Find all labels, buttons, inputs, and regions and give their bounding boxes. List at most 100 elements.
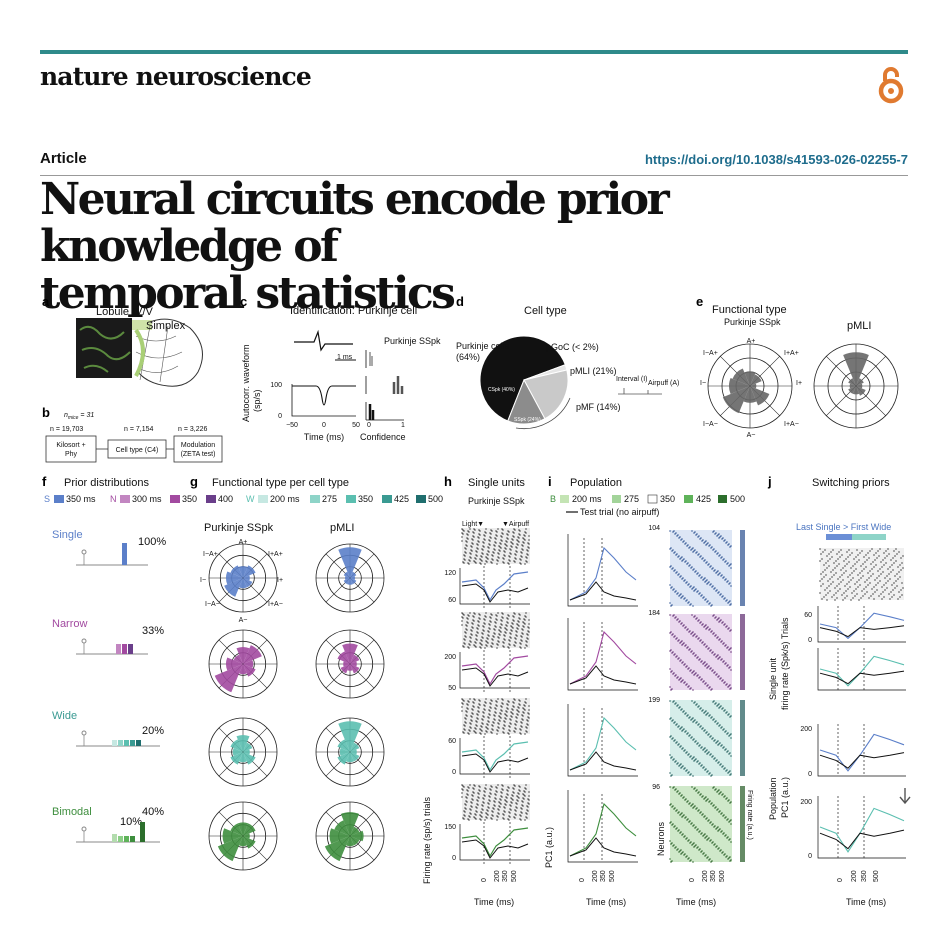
j-arrow-icon: [899, 788, 911, 805]
polar-g-grid: [208, 543, 385, 871]
panel-d-label: d: [456, 294, 464, 309]
petal-0: [236, 734, 250, 752]
petal-4: [852, 386, 860, 395]
petal-0: [342, 643, 358, 664]
petal-5: [340, 664, 350, 674]
axis-i-plus-a-minus: I+A−: [784, 421, 799, 428]
polar-g-pmli-0: [315, 543, 385, 613]
j-ylabel1: Single unit: [768, 657, 778, 700]
journal-logo[interactable]: nature neuroscience: [40, 62, 312, 91]
pie-label-purkinje-pct: (64%): [456, 352, 480, 362]
autocorr-trace: [292, 385, 356, 406]
petal-2: [243, 660, 254, 668]
panel-d-title: Cell type: [524, 305, 567, 317]
c-xtick-neg50: −50: [286, 422, 298, 429]
petal-2: [243, 833, 250, 839]
step-kilosort-box: [45, 435, 97, 463]
g-axis-i-plus: I+: [277, 577, 283, 584]
petal-2: [350, 661, 357, 667]
panel-f-title: Prior distributions: [64, 477, 149, 489]
petal-4: [743, 386, 757, 403]
h-ytick-1b: 60: [448, 597, 456, 604]
petal-7: [334, 820, 350, 836]
title-line-2: temporal statistics: [40, 268, 456, 319]
pie-label-purkinje: Purkinje cells: [456, 341, 510, 351]
count-1: n = 19,703: [50, 426, 83, 433]
panel-e-sub2: pMLI: [847, 320, 871, 332]
header-divider: [40, 175, 908, 176]
step-kilosort-2: Phy: [65, 451, 78, 458]
legend-s-350: 350 ms: [66, 494, 96, 504]
petal-7: [233, 654, 243, 664]
petal-3: [243, 836, 256, 849]
petal-2: [350, 830, 364, 842]
legend-w-500: 500: [428, 494, 443, 504]
polar-e-purkinje: [707, 343, 793, 429]
trial-schematic: [618, 388, 662, 395]
open-access-icon[interactable]: [876, 64, 906, 104]
panel-f-label: f: [42, 474, 47, 489]
n-mice-label: nmice = 31: [64, 412, 94, 421]
panel-b-label: b: [42, 405, 50, 420]
petal-6: [226, 571, 243, 585]
petal-6: [226, 657, 243, 671]
panel-e-label: e: [696, 294, 703, 309]
pie-slice-3: [507, 378, 546, 425]
population-legend: B 200 ms 275 350 425 500 Test trial (no …: [550, 494, 745, 517]
i-xlabel: Time (ms): [586, 897, 626, 907]
panel-h-title: Single units: [468, 477, 525, 489]
pie-bracket: [515, 397, 571, 429]
petal-0: [843, 352, 869, 386]
legend-w: W: [246, 494, 255, 504]
panel-e-sub1: Purkinje SSpk: [724, 317, 781, 327]
prior-wide-pct: 20%: [142, 725, 164, 737]
prior-bimodal-pct: 40%: [142, 806, 164, 818]
legend-s: S: [44, 494, 50, 504]
accent-bar: [40, 50, 908, 54]
petal-5: [230, 752, 243, 765]
polar-g-purkinje-0: [208, 543, 278, 613]
pie-label-pgoc: pGoC (< 2%): [546, 342, 599, 352]
polar-g-pmli-1: [315, 629, 385, 699]
petal-4: [346, 836, 354, 847]
petal-1: [350, 571, 357, 578]
petal-7: [337, 739, 350, 752]
waveform-trace: [294, 329, 353, 352]
petal-1: [350, 826, 360, 836]
polar-g-axis-labels: A+ I+A+ I+ I+A− A− I−A− I− I−A+: [200, 539, 283, 624]
petal-0: [340, 812, 360, 836]
petal-3: [243, 664, 256, 677]
c-xtick-0: 0: [322, 422, 326, 429]
panel-h-label: h: [444, 474, 452, 489]
petal-3: [243, 578, 253, 588]
petal-0: [238, 566, 248, 578]
j-ytick-0: 0: [808, 637, 812, 644]
j-ytick3-200: 200: [800, 799, 812, 806]
legend-b-200: 200 ms: [572, 494, 602, 504]
c-xlabel: Time (ms): [304, 432, 344, 442]
h-xtick-200: 200: [494, 870, 501, 882]
prior-wide-label: Wide: [52, 710, 77, 722]
i-xtick-200: 200: [592, 870, 599, 882]
step-modulation-box: [173, 435, 223, 463]
title-line-1: Neural circuits encode prior knowledge o…: [40, 174, 670, 272]
j-ytick2-0: 0: [808, 771, 812, 778]
brain-slice-image: [76, 318, 203, 387]
panel-e-title: Functional type: [712, 304, 787, 316]
polar-g-purkinje-3: [208, 801, 278, 871]
petal-0: [237, 822, 249, 836]
petal-0: [338, 721, 362, 752]
panel-j-label: j: [767, 474, 772, 489]
axis-a-plus: A+: [747, 338, 756, 345]
petal-7: [732, 368, 750, 386]
petal-6: [343, 661, 350, 667]
panel-g-col1: Purkinje SSpk: [204, 522, 274, 534]
petal-1: [350, 654, 360, 664]
petal-7: [337, 651, 350, 664]
petal-4: [347, 664, 353, 671]
doi-link[interactable]: https://doi.org/10.1038/s41593-026-02255…: [644, 152, 908, 167]
region-simplex-label: Simplex: [146, 320, 186, 332]
g-axis-i-plus-a-minus: I+A−: [268, 601, 283, 608]
conf-tick-0: 0: [367, 422, 371, 429]
panel-h-plots: [459, 528, 530, 866]
